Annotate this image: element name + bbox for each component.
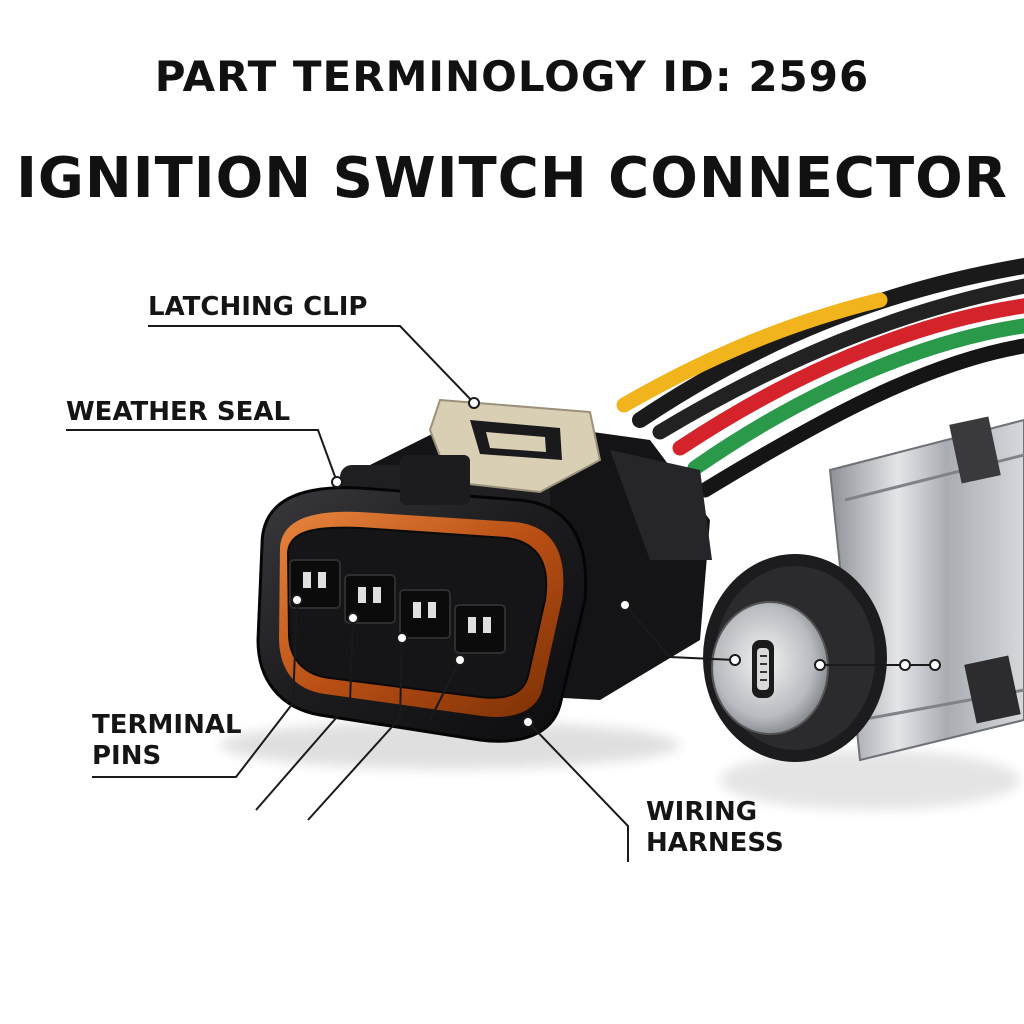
wire-red xyxy=(672,298,1024,456)
terminal-pin-cavities xyxy=(289,559,506,654)
callout-terminal-pins-line1: TERMINAL xyxy=(92,710,242,740)
callout-wiring-harness-line2: HARNESS xyxy=(646,828,784,858)
leader-cylinder xyxy=(624,604,736,661)
leader-terminal-pins-1 xyxy=(92,599,298,778)
terminal-pin-4 xyxy=(454,604,506,654)
callout-weather-seal: WEATHER SEAL xyxy=(66,397,290,428)
callout-latching-clip: LATCHING CLIP xyxy=(148,292,367,323)
part-heading: IGNITION SWITCH CONNECTOR xyxy=(16,146,1008,211)
callout-weather-seal-text: WEATHER SEAL xyxy=(66,397,291,427)
callout-latching-clip-text: LATCHING CLIP xyxy=(148,292,368,322)
terminal-pin-3 xyxy=(399,589,451,639)
wiring-harness-wires xyxy=(616,257,1024,498)
wire-black-mid xyxy=(652,278,1024,440)
callout-terminal-pins: TERMINAL PINS xyxy=(92,710,242,772)
part-terminology-title: PART TERMINOLOGY ID: 2596 xyxy=(154,52,870,101)
leader-terminal-pins-4 xyxy=(429,659,461,721)
callout-wiring-harness: WIRING HARNESS xyxy=(646,797,784,859)
leader-wiring-harness xyxy=(527,721,629,862)
leader-lines xyxy=(66,325,941,862)
callout-terminal-pins-line2: PINS xyxy=(92,741,162,771)
wire-green xyxy=(687,318,1024,476)
wire-yellow xyxy=(616,292,888,413)
leader-terminal-pins-2 xyxy=(255,617,354,811)
callout-wiring-harness-line1: WIRING xyxy=(646,797,758,827)
ignition-lock-cylinder xyxy=(703,416,1024,810)
latching-clip xyxy=(400,398,602,505)
leader-terminal-pins-3 xyxy=(307,637,403,821)
wire-black-low xyxy=(697,338,1024,498)
leader-weather-seal xyxy=(66,429,338,483)
leader-latching-clip xyxy=(148,325,475,404)
terminal-pin-1 xyxy=(289,559,341,609)
terminal-pin-2 xyxy=(344,574,396,624)
ignition-switch-connector xyxy=(220,398,712,769)
